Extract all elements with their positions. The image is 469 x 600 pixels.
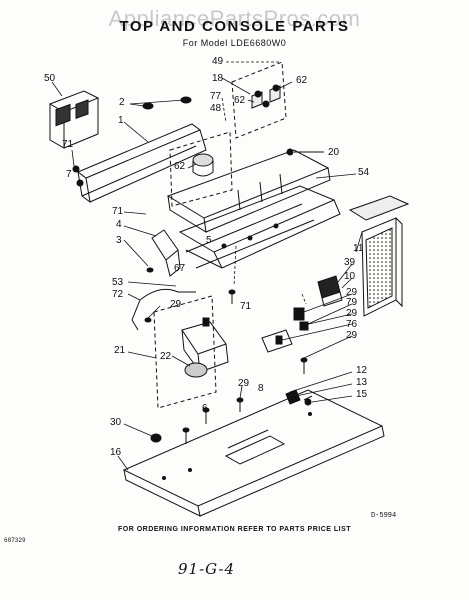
- callout-20: 20: [328, 147, 340, 158]
- top-panel: [124, 390, 384, 516]
- callout-48: 48: [210, 103, 222, 114]
- callout-62-knob: 62: [174, 161, 186, 172]
- switch-group-outline: [232, 62, 286, 138]
- callout-49: 49: [212, 56, 224, 67]
- callout-50: 50: [44, 73, 56, 84]
- callout-8: 8: [258, 383, 264, 394]
- callout-7: 7: [66, 169, 72, 180]
- rear-panel: [78, 124, 206, 202]
- right-end-panel: [350, 196, 408, 316]
- callout-79: 79: [346, 297, 358, 308]
- screw-20: [287, 149, 324, 155]
- callout-29-left: 29: [170, 299, 182, 310]
- foot-30: [151, 434, 161, 442]
- ordering-note: FOR ORDERING INFORMATION REFER TO PARTS …: [117, 526, 352, 533]
- callout-13: 13: [356, 377, 368, 388]
- callout-77: 77: [210, 91, 222, 102]
- drawing-code: D-5994: [371, 512, 397, 520]
- knob-group-outline: [170, 132, 232, 206]
- small-switches: [262, 308, 308, 352]
- callout-62-right: 62: [296, 75, 308, 86]
- handwritten-note: 91-G-4: [178, 560, 236, 578]
- timer-motor: [182, 318, 228, 377]
- callout-29-r2: 29: [346, 308, 358, 319]
- callout-29-bottom: 29: [238, 378, 250, 389]
- callout-39: 39: [344, 257, 356, 268]
- diagram-title: TOP AND CONSOLE PARTS: [119, 18, 350, 35]
- callout-10: 10: [344, 271, 356, 282]
- callout-5: 5: [206, 235, 212, 246]
- hinge-hardware: [286, 390, 312, 405]
- part-reference: 687329: [4, 537, 26, 544]
- callout-1: 1: [118, 115, 124, 126]
- end-cap-plate: [50, 91, 98, 148]
- wire-harness: [140, 289, 196, 300]
- callout-16: 16: [110, 447, 122, 458]
- callout-29-r3: 29: [346, 330, 358, 341]
- callout-21: 21: [114, 345, 126, 356]
- callout-6: 6: [202, 403, 208, 414]
- side-bracket: [152, 230, 180, 276]
- callout-76: 76: [346, 319, 358, 330]
- callout-15: 15: [356, 389, 368, 400]
- callout-22: 22: [160, 351, 172, 362]
- timer-group-outline: [154, 296, 216, 408]
- switch-knobs: [252, 85, 280, 108]
- watermark: AppliancePartsPros.com: [108, 6, 361, 31]
- callout-54: 54: [358, 167, 370, 178]
- leader-lines: [52, 62, 362, 470]
- callout-12: 12: [356, 365, 368, 376]
- callout-29-r1: 29: [346, 287, 358, 298]
- callout-4: 4: [116, 219, 122, 230]
- selector-switch: [318, 276, 342, 306]
- control-knob: [193, 154, 213, 176]
- callout-67: 67: [174, 263, 186, 274]
- callout-71-lower: 71: [240, 301, 252, 312]
- callout-11: 11: [353, 243, 364, 254]
- callout-18: 18: [212, 73, 224, 84]
- screw-group-2: [143, 97, 191, 109]
- callout-3: 3: [116, 235, 122, 246]
- callout-72: 72: [112, 289, 124, 300]
- callout-62-left: 62: [234, 95, 246, 106]
- screw-set-lower: [145, 268, 307, 432]
- callout-2: 2: [119, 97, 125, 108]
- console-body: [168, 150, 340, 268]
- callout-53: 53: [112, 277, 124, 288]
- screw-stems: [186, 292, 304, 444]
- model-line: For Model LDE6680W0: [182, 38, 287, 48]
- screw-group-7: [73, 166, 83, 186]
- callout-71-top: 71: [62, 139, 74, 150]
- callout-30: 30: [110, 417, 122, 428]
- callout-71-mid: 71: [112, 206, 124, 217]
